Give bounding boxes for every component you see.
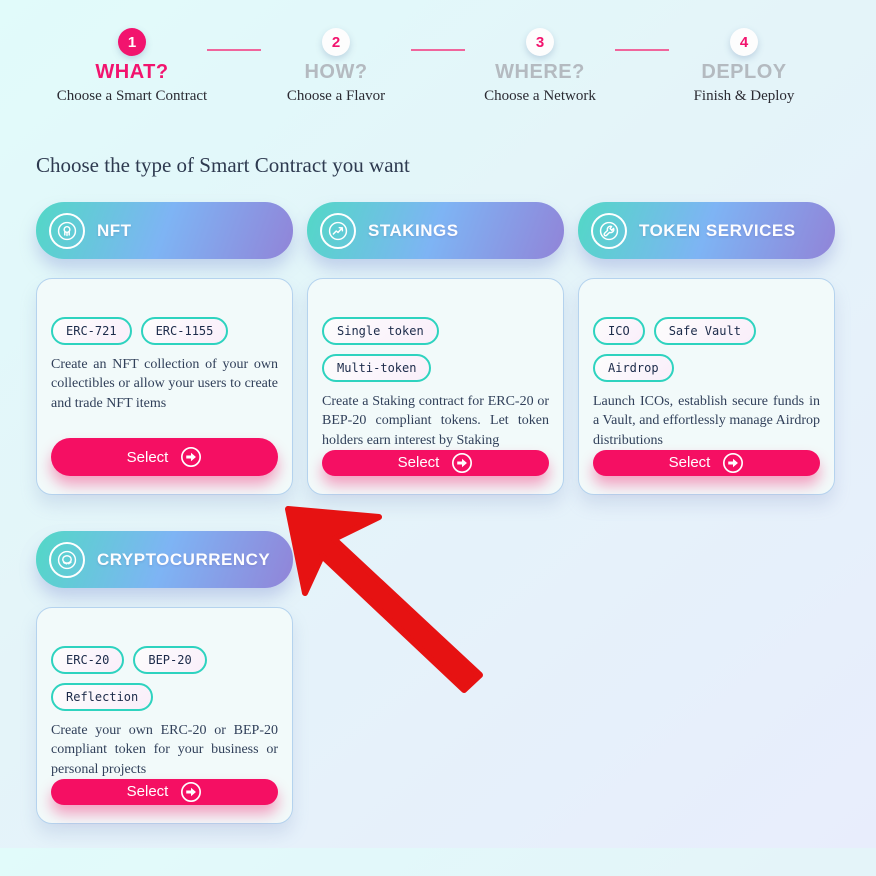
step-how: 2 HOW? Choose a Flavor xyxy=(207,28,438,105)
select-button-label: Select xyxy=(397,454,440,472)
card-title: CRYPTOCURRENCY xyxy=(97,549,271,569)
tag-badge: BEP-20 xyxy=(133,646,207,674)
step-deploy-circle[interactable]: 4 xyxy=(730,28,758,56)
arrow-right-circle-icon xyxy=(180,446,202,468)
step-subtitle: Finish & Deploy xyxy=(693,88,795,104)
card-description: Create your own ERC-20 or BEP-20 complia… xyxy=(51,723,278,777)
step-what-circle[interactable]: 1 xyxy=(118,28,146,56)
step-where: 3 WHERE? Choose a Network xyxy=(411,28,642,105)
tag-badge: ERC-721 xyxy=(51,317,132,345)
card-description: Create an NFT collection of your own col… xyxy=(51,357,278,411)
step-title: DEPLOY xyxy=(701,61,787,83)
wizard-stepper: 1 WHAT? Choose a Smart Contract 2 HOW? C… xyxy=(30,28,846,105)
step-subtitle: Choose a Network xyxy=(484,88,596,104)
coin-icon xyxy=(49,541,85,578)
tag-badge: ICO xyxy=(593,317,645,345)
select-button-cryptocurrency[interactable]: Select xyxy=(51,778,278,805)
card-title: STAKINGS xyxy=(368,220,459,240)
arrow-right-circle-icon xyxy=(722,452,744,474)
card-title: TOKEN SERVICES xyxy=(639,220,796,240)
tag-badge: Airdrop xyxy=(593,354,674,382)
card-description: Launch ICOs, establish secure funds in a… xyxy=(593,394,820,448)
tag-list: ERC-721 ERC-1155 xyxy=(51,317,278,345)
select-button-token-services[interactable]: Select xyxy=(593,449,820,476)
card-title: NFT xyxy=(97,220,132,240)
step-subtitle: Choose a Flavor xyxy=(286,88,386,104)
tag-badge: Reflection xyxy=(51,683,154,711)
select-button-label: Select xyxy=(668,454,711,472)
step-title: HOW? xyxy=(304,61,368,83)
page-title: Choose the type of Smart Contract you wa… xyxy=(36,153,410,177)
tag-badge: Safe Vault xyxy=(653,317,756,345)
tag-badge: Multi-token xyxy=(322,354,432,382)
card-header: CRYPTOCURRENCY xyxy=(36,531,293,588)
step-title: WHAT? xyxy=(95,61,169,83)
contract-card-grid: NFT ERC-721 ERC-1155 Create an NFT collec… xyxy=(36,202,835,824)
contract-card-nft: NFT ERC-721 ERC-1155 Create an NFT collec… xyxy=(36,202,293,495)
step-title: WHERE? xyxy=(495,61,585,83)
tag-badge: ERC-20 xyxy=(51,646,125,674)
select-button-stakings[interactable]: Select xyxy=(322,449,549,476)
select-button-label: Select xyxy=(126,448,169,466)
step-how-circle[interactable]: 2 xyxy=(322,28,350,56)
step-what: 1 WHAT? Choose a Smart Contract xyxy=(30,28,234,105)
card-header: NFT xyxy=(36,202,293,259)
select-button-nft[interactable]: Select xyxy=(51,438,278,476)
step-where-circle[interactable]: 3 xyxy=(526,28,554,56)
step-deploy: 4 DEPLOY Finish & Deploy xyxy=(615,28,846,105)
chart-up-icon xyxy=(320,212,356,249)
arrow-right-circle-icon xyxy=(451,452,473,474)
card-description: Create a Staking contract for ERC-20 or … xyxy=(322,394,549,448)
card-header: TOKEN SERVICES xyxy=(578,202,835,259)
tag-badge: Single token xyxy=(322,317,439,345)
tag-badge: ERC-1155 xyxy=(140,317,229,345)
card-body: ERC-721 ERC-1155 Create an NFT collection… xyxy=(36,278,293,495)
nft-icon xyxy=(49,212,85,249)
card-header: STAKINGS xyxy=(307,202,564,259)
arrow-right-circle-icon xyxy=(180,781,202,803)
select-button-label: Select xyxy=(126,783,169,801)
wrench-icon xyxy=(591,212,627,249)
step-subtitle: Choose a Smart Contract xyxy=(56,88,208,104)
